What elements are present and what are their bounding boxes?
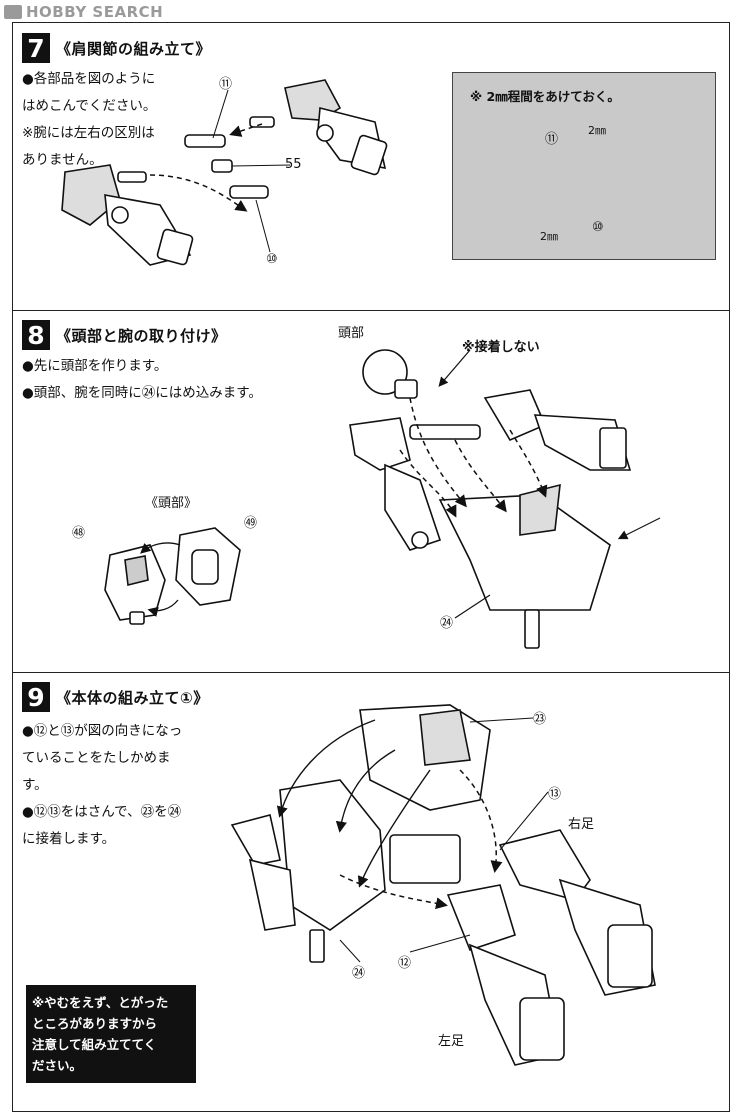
- head-torso-assembly-illustration: [349, 349, 632, 649]
- part-12-label: ⑫: [398, 956, 412, 971]
- step-9-instruction-line: ●⑫と⑬が図の向きになっ: [22, 723, 183, 739]
- inset-gap-lower-label: 2㎜: [540, 230, 558, 243]
- part-13-label: ⑬: [548, 787, 562, 802]
- step-7-instruction-line: ありません。: [22, 152, 103, 168]
- step-9-instruction-line: に接着します。: [22, 831, 116, 847]
- right-leg-illustration: [498, 829, 656, 996]
- right-leg-label: 右足: [568, 817, 595, 832]
- caution-line: ところがありますから: [32, 1016, 158, 1031]
- part-49-label: ㊾: [244, 516, 258, 531]
- part-24-body-label: ㉔: [352, 966, 366, 981]
- step-7-instructions: ●各部品を図のように はめこんでください。 ※腕には左右の区別は ありません。: [22, 66, 156, 174]
- step-8-instruction-line: ●先に頭部を作ります。: [22, 358, 168, 374]
- caution-line: ださい。: [32, 1058, 83, 1073]
- part-55-label: 55: [285, 157, 302, 172]
- step-8-instructions: ●先に頭部を作ります。 ●頭部、腕を同時に㉔にはめ込みます。: [22, 353, 262, 407]
- step-9-instruction-line: ていることをたしかめま: [22, 750, 171, 766]
- step-7-instruction-line: ●各部品を図のように: [22, 71, 156, 87]
- watermark-logo-icon: [4, 5, 22, 19]
- step-7-instruction-line: ※腕には左右の区別は: [22, 125, 155, 141]
- left-leg-label: 左足: [438, 1034, 465, 1049]
- body-part-23-illustration: [359, 704, 491, 811]
- body-torso-illustration: [230, 779, 461, 963]
- watermark-text: HOBBY SEARCH: [26, 3, 164, 21]
- head-part-49-illustration: [175, 527, 241, 606]
- safety-caution-box: ※やむをえず、とがった ところがありますから 注意して組み立ててく ださい。: [26, 985, 196, 1083]
- joint-parts-illustration: [184, 134, 269, 199]
- step-9-instruction-line: す。: [22, 777, 48, 793]
- part-10-label: ⑩: [266, 252, 278, 267]
- section-divider-7-8: [12, 310, 730, 311]
- head-part-48-illustration: [104, 544, 166, 625]
- head-subtitle: 《頭部》: [145, 496, 198, 511]
- step-8-title: 《頭部と腕の取り付け》: [56, 327, 227, 345]
- shoulder-arm-lower-illustration: [61, 164, 194, 266]
- left-leg-illustration: [446, 884, 565, 1066]
- instruction-page-frame: [12, 22, 730, 1112]
- part-23-label: ㉓: [533, 712, 547, 727]
- part-48-label: ㊽: [72, 526, 86, 541]
- gap-detail-inset: [452, 72, 716, 260]
- gap-note: ※ 2㎜程間をあけておく。: [470, 89, 620, 104]
- caution-line: ※やむをえず、とがった: [32, 995, 169, 1010]
- part-11-label: ⑪: [219, 77, 233, 92]
- step-7-number: 7: [22, 33, 50, 63]
- step-8-instruction-line: ●頭部、腕を同時に㉔にはめ込みます。: [22, 385, 262, 401]
- step-9-instruction-line: ●⑫⑬をはさんで、㉓を㉔: [22, 804, 182, 820]
- section-divider-8-9: [12, 672, 730, 673]
- inset-part-11-label: ⑪: [545, 132, 559, 147]
- shoulder-arm-upper-illustration: [249, 79, 388, 176]
- hobbysearch-watermark: HOBBY SEARCH: [4, 2, 163, 22]
- step-8-number: 8: [22, 320, 50, 350]
- step-7-instruction-line: はめこんでください。: [22, 98, 157, 114]
- part-24-label: ㉔: [440, 616, 454, 631]
- caution-line: 注意して組み立ててく: [32, 1037, 157, 1052]
- inset-gap-upper-label: 2㎜: [588, 124, 606, 137]
- step-9-title: 《本体の組み立て①》: [56, 689, 209, 707]
- no-glue-note: ※接着しない: [462, 340, 540, 355]
- step-9-number: 9: [22, 682, 50, 712]
- inset-part-10-label: ⑩: [592, 220, 604, 235]
- step-7-title: 《肩関節の組み立て》: [56, 40, 212, 58]
- head-label: 頭部: [338, 326, 365, 341]
- step-9-instructions: ●⑫と⑬が図の向きになっ ていることをたしかめま す。 ●⑫⑬をはさんで、㉓を㉔…: [22, 718, 182, 853]
